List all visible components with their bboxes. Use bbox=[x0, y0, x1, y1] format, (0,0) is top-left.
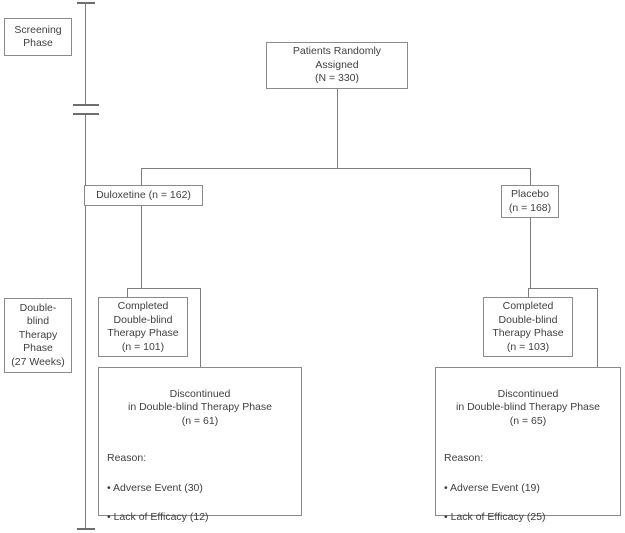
placebo-discontinued-heading: Discontinued in Double-blind Therapy Pha… bbox=[456, 387, 600, 427]
node-placebo-completed-text: Completed Double-blind Therapy Phase (n … bbox=[492, 300, 564, 353]
placebo-reason-item: • Adverse Event (19) bbox=[444, 482, 540, 495]
timeline-axis-lower bbox=[85, 115, 86, 529]
phase-label-double-blind-text: Double- blind Therapy Phase (27 Weeks) bbox=[11, 301, 65, 368]
timeline-break-tick-lower bbox=[73, 113, 99, 115]
connector-placebo-to-completed bbox=[528, 288, 529, 297]
node-placebo-arm-text: Placebo (n = 168) bbox=[508, 188, 552, 214]
connector-duloxetine-to-completed bbox=[127, 288, 128, 297]
phase-label-double-blind: Double- blind Therapy Phase (27 Weeks) bbox=[4, 298, 72, 373]
node-duloxetine-arm-text: Duloxetine (n = 162) bbox=[96, 188, 191, 201]
connector-placebo-split-bar bbox=[528, 288, 598, 289]
connector-to-placebo-arm bbox=[530, 168, 531, 186]
phase-label-screening: Screening Phase bbox=[4, 18, 72, 56]
connector-allocation-bar bbox=[141, 168, 531, 169]
phase-label-screening-text: Screening Phase bbox=[14, 23, 62, 50]
timeline-break-tick-upper bbox=[73, 104, 99, 106]
node-duloxetine-completed-text: Completed Double-blind Therapy Phase (n … bbox=[107, 300, 179, 353]
connector-placebo-to-discontinued bbox=[597, 288, 598, 368]
duloxetine-reason-label: Reason: bbox=[107, 451, 147, 464]
connector-duloxetine-stem bbox=[141, 206, 142, 289]
connector-duloxetine-to-discontinued bbox=[200, 288, 201, 368]
duloxetine-discontinued-heading: Discontinued in Double-blind Therapy Pha… bbox=[128, 387, 272, 427]
node-patients-randomly-assigned-text: Patients Randomly Assigned (N = 330) bbox=[292, 45, 382, 85]
node-placebo-discontinued: Discontinued in Double-blind Therapy Pha… bbox=[435, 367, 621, 523]
timeline-axis-upper bbox=[85, 2, 86, 105]
connector-randomized-stem bbox=[337, 89, 338, 169]
timeline-top-tick bbox=[77, 2, 95, 4]
duloxetine-reason-item: • Lack of Efficacy (12) bbox=[107, 511, 209, 524]
node-duloxetine-arm: Duloxetine (n = 162) bbox=[84, 185, 203, 206]
node-placebo-arm: Placebo (n = 168) bbox=[501, 185, 559, 218]
node-placebo-completed: Completed Double-blind Therapy Phase (n … bbox=[483, 297, 573, 357]
connector-duloxetine-split-bar bbox=[127, 288, 201, 289]
node-duloxetine-discontinued: Discontinued in Double-blind Therapy Pha… bbox=[98, 367, 302, 523]
timeline-bottom-tick bbox=[77, 528, 95, 530]
placebo-reason-label: Reason: bbox=[444, 451, 484, 464]
connector-to-duloxetine-arm bbox=[141, 168, 142, 186]
connector-placebo-stem bbox=[530, 218, 531, 289]
node-duloxetine-completed: Completed Double-blind Therapy Phase (n … bbox=[98, 297, 188, 357]
duloxetine-reason-item: • Adverse Event (30) bbox=[107, 482, 203, 495]
node-patients-randomly-assigned: Patients Randomly Assigned (N = 330) bbox=[266, 42, 408, 89]
placebo-reason-item: • Lack of Efficacy (25) bbox=[444, 511, 546, 524]
